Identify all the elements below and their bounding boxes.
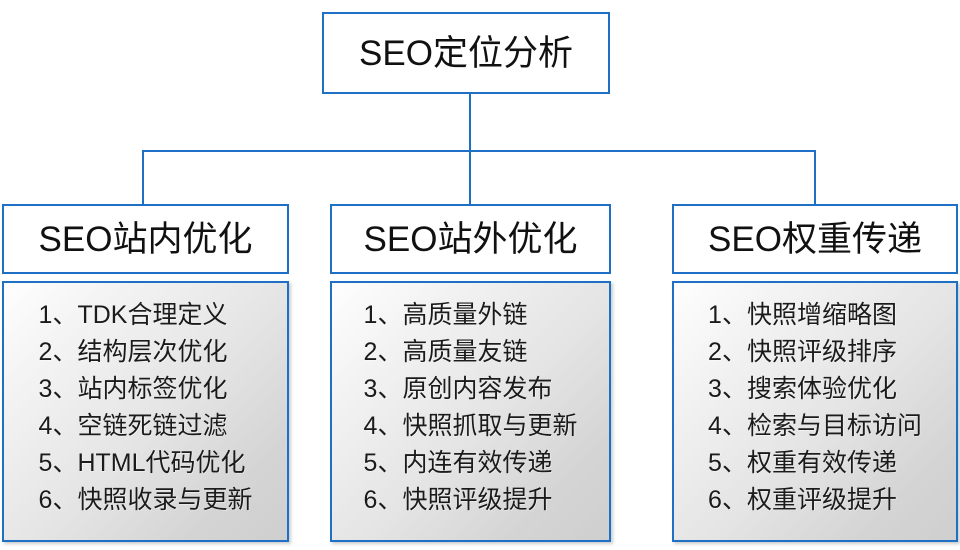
list-item: 6、快照评级提升 bbox=[363, 486, 553, 514]
branch-item-list: 1、TDK合理定义 2、结构层次优化 3、站内标签优化 4、空链死链过滤 5、H… bbox=[39, 297, 253, 519]
root-node-label: SEO定位分析 bbox=[359, 33, 573, 73]
list-item: 3、站内标签优化 bbox=[38, 375, 228, 403]
branch-body-seo-offsite: 1、高质量外链 2、高质量友链 3、原创内容发布 4、快照抓取与更新 5、内连有… bbox=[330, 281, 611, 542]
list-item: 5、HTML代码优化 bbox=[38, 449, 246, 477]
list-item: 4、快照抓取与更新 bbox=[363, 412, 578, 440]
branch-header-seo-onsite[interactable]: SEO站内优化 bbox=[2, 204, 289, 274]
list-item: 6、权重评级提升 bbox=[708, 486, 897, 514]
branch-item-list: 1、高质量外链 2、高质量友链 3、原创内容发布 4、快照抓取与更新 5、内连有… bbox=[364, 297, 578, 519]
branch-item-list: 1、快照增缩略图 2、快照评级排序 3、搜索体验优化 4、检索与目标访问 5、权… bbox=[708, 297, 922, 519]
list-item: 4、空链死链过滤 bbox=[38, 412, 228, 440]
connector-branch-1 bbox=[469, 150, 471, 206]
branch-column-seo-weight: SEO权重传递 1、快照增缩略图 2、快照评级排序 3、搜索体验优化 4、检索与… bbox=[672, 204, 958, 542]
connector-root-stem bbox=[469, 94, 471, 152]
list-item: 4、检索与目标访问 bbox=[708, 412, 922, 440]
list-item: 6、快照收录与更新 bbox=[38, 486, 253, 514]
branch-header-label: SEO权重传递 bbox=[708, 219, 922, 259]
connector-branch-0 bbox=[142, 150, 144, 206]
connector-branch-2 bbox=[814, 150, 816, 206]
list-item: 3、原创内容发布 bbox=[363, 375, 553, 403]
list-item: 2、结构层次优化 bbox=[38, 338, 228, 366]
branch-header-seo-offsite[interactable]: SEO站外优化 bbox=[330, 204, 611, 274]
branch-body-seo-onsite: 1、TDK合理定义 2、结构层次优化 3、站内标签优化 4、空链死链过滤 5、H… bbox=[2, 281, 289, 542]
list-item: 5、内连有效传递 bbox=[363, 449, 553, 477]
list-item: 5、权重有效传递 bbox=[708, 449, 897, 477]
list-item: 1、高质量外链 bbox=[363, 301, 528, 329]
branch-body-seo-weight: 1、快照增缩略图 2、快照评级排序 3、搜索体验优化 4、检索与目标访问 5、权… bbox=[672, 281, 958, 542]
root-node[interactable]: SEO定位分析 bbox=[322, 12, 610, 94]
branch-header-label: SEO站内优化 bbox=[38, 219, 253, 259]
branch-column-seo-onsite: SEO站内优化 1、TDK合理定义 2、结构层次优化 3、站内标签优化 4、空链… bbox=[2, 204, 289, 542]
list-item: 3、搜索体验优化 bbox=[708, 375, 897, 403]
list-item: 1、快照增缩略图 bbox=[708, 301, 897, 329]
list-item: 2、快照评级排序 bbox=[708, 338, 897, 366]
list-item: 1、TDK合理定义 bbox=[38, 301, 228, 329]
connector-horizontal-bus bbox=[142, 150, 816, 152]
branch-header-label: SEO站外优化 bbox=[363, 219, 578, 259]
list-item: 2、高质量友链 bbox=[363, 338, 528, 366]
branch-column-seo-offsite: SEO站外优化 1、高质量外链 2、高质量友链 3、原创内容发布 4、快照抓取与… bbox=[330, 204, 611, 542]
branch-header-seo-weight[interactable]: SEO权重传递 bbox=[672, 204, 958, 274]
